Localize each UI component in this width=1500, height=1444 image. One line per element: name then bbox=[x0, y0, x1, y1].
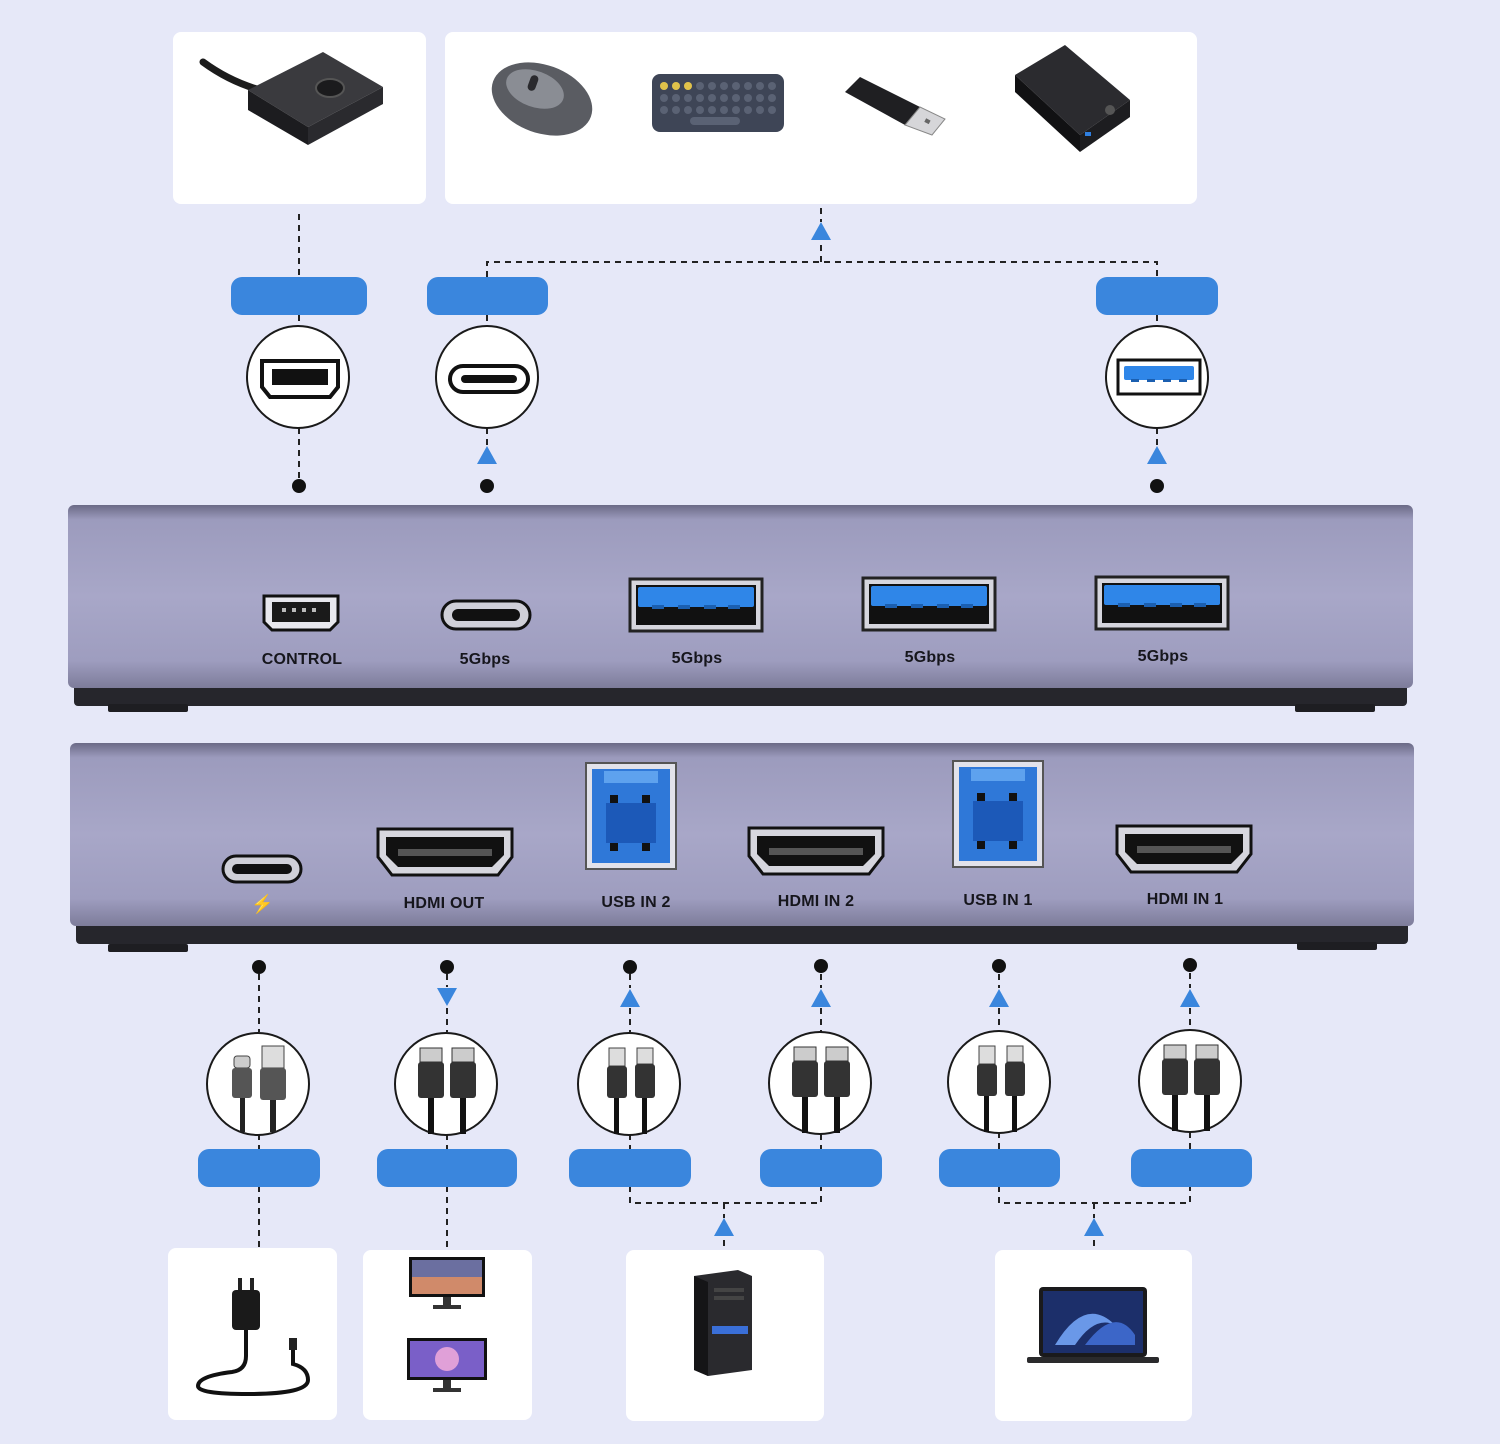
device-base bbox=[74, 688, 1407, 706]
connection-dot bbox=[1183, 958, 1197, 972]
hdmi-port-icon bbox=[376, 827, 514, 877]
power-adapter-card bbox=[168, 1248, 337, 1420]
usb-peripherals-card bbox=[445, 32, 1197, 204]
port-label-usb-in-1: USB IN 1 bbox=[963, 892, 1033, 909]
laptop-card bbox=[995, 1250, 1192, 1421]
usb-a-port-icon bbox=[1116, 358, 1202, 396]
connection-dot bbox=[1150, 479, 1164, 493]
device-foot bbox=[1295, 704, 1375, 712]
control-port-closeup bbox=[246, 325, 350, 429]
port-label-usb-in-2: USB IN 2 bbox=[601, 894, 671, 911]
connection-dot bbox=[292, 479, 306, 493]
top-connector-lines bbox=[292, 208, 1167, 493]
bottom-connector-lines bbox=[252, 958, 1200, 1250]
arrow-up-icon bbox=[714, 1218, 734, 1236]
mini-usb-port-icon bbox=[262, 594, 340, 632]
label-pill-hdmi-out bbox=[377, 1149, 517, 1187]
usb-b-port-icon bbox=[585, 762, 677, 870]
hdmi-cable-icon bbox=[792, 1046, 850, 1133]
usb-b-port-icon bbox=[952, 760, 1044, 868]
device-foot bbox=[108, 704, 188, 712]
port-label-usb-c: 5Gbps bbox=[459, 651, 511, 668]
power-symbol: ⚡ bbox=[251, 894, 274, 914]
laptop-icon bbox=[1027, 1287, 1159, 1363]
desktop-pc-card bbox=[626, 1250, 824, 1421]
keyboard-icon bbox=[652, 74, 784, 132]
usb-c-to-usb-a-cable-closeup bbox=[206, 1032, 310, 1136]
usb-flash-drive-icon bbox=[845, 77, 946, 136]
device-base bbox=[76, 926, 1408, 944]
arrow-up-icon bbox=[811, 222, 831, 240]
monitors-card bbox=[363, 1250, 532, 1420]
usb-a-port-closeup bbox=[1105, 325, 1209, 429]
arrow-up-icon bbox=[1180, 989, 1200, 1007]
label-pill-hdmi-in-1 bbox=[1131, 1149, 1252, 1187]
port-label-usb-a-1: 5Gbps bbox=[671, 650, 723, 667]
hdmi-cable-closeup-in-1 bbox=[1138, 1029, 1242, 1133]
usb-a-port-icon bbox=[1094, 575, 1230, 631]
usb-c-port-icon bbox=[448, 364, 530, 394]
connection-dot bbox=[623, 960, 637, 974]
power-adapter-icon bbox=[195, 1278, 311, 1397]
usb-c-power-port-icon bbox=[221, 854, 303, 884]
hdmi-cable-closeup-in-2 bbox=[768, 1031, 872, 1135]
wired-remote-switch-icon bbox=[199, 52, 383, 145]
port-label-usb-a-2: 5Gbps bbox=[904, 649, 956, 666]
mini-usb-port-icon bbox=[260, 359, 340, 399]
arrow-up-icon bbox=[620, 989, 640, 1007]
usb-c-port-icon bbox=[440, 599, 532, 631]
arrow-up-icon bbox=[1147, 446, 1167, 464]
label-pill-usb-in-1 bbox=[939, 1149, 1060, 1187]
arrow-up-icon bbox=[811, 989, 831, 1007]
arrow-up-icon bbox=[477, 446, 497, 464]
usb-a-to-usb-b-cable-closeup-1 bbox=[947, 1030, 1051, 1134]
label-pill-power bbox=[198, 1149, 320, 1187]
usb-c-to-usb-a-cable-icon bbox=[232, 1045, 286, 1132]
connection-dot bbox=[814, 959, 828, 973]
label-pill-usb-a bbox=[1096, 277, 1218, 315]
hdmi-cable-icon bbox=[418, 1047, 476, 1134]
arrow-up-icon bbox=[1084, 1218, 1104, 1236]
device-foot bbox=[1297, 942, 1377, 950]
usb-a-port-icon bbox=[628, 577, 764, 633]
hdmi-port-icon bbox=[747, 826, 885, 876]
external-hard-drive-icon bbox=[1015, 45, 1130, 152]
mouse-icon bbox=[491, 62, 593, 136]
usb-a-to-usb-b-cable-icon bbox=[977, 1045, 1025, 1132]
label-pill-control bbox=[231, 277, 367, 315]
usb-a-to-usb-b-cable-icon bbox=[607, 1047, 655, 1134]
label-pill-usb-c bbox=[427, 277, 548, 315]
label-pill-hdmi-in-2 bbox=[760, 1149, 882, 1187]
label-pill-usb-in-2 bbox=[569, 1149, 691, 1187]
monitor-icon bbox=[409, 1257, 485, 1309]
connection-dot bbox=[252, 960, 266, 974]
port-label-control: CONTROL bbox=[261, 651, 343, 668]
hdmi-cable-closeup-out bbox=[394, 1032, 498, 1136]
connection-dot bbox=[992, 959, 1006, 973]
connection-dot bbox=[440, 960, 454, 974]
hdmi-port-icon bbox=[1115, 824, 1253, 874]
hdmi-cable-icon bbox=[1162, 1044, 1220, 1131]
usb-a-to-usb-b-cable-closeup-2 bbox=[577, 1032, 681, 1136]
port-label-usb-a-3: 5Gbps bbox=[1137, 648, 1189, 665]
device-foot bbox=[108, 944, 188, 952]
usb-a-port-icon bbox=[861, 576, 997, 632]
monitor-icon bbox=[407, 1338, 487, 1392]
port-label-hdmi-in-1: HDMI IN 1 bbox=[1146, 891, 1224, 908]
remote-switch-card bbox=[173, 32, 426, 204]
arrow-down-icon bbox=[437, 988, 457, 1006]
arrow-up-icon bbox=[989, 989, 1009, 1007]
usb-c-port-closeup bbox=[435, 325, 539, 429]
port-label-hdmi-out: HDMI OUT bbox=[403, 895, 485, 912]
desktop-pc-icon bbox=[694, 1270, 752, 1376]
port-label-hdmi-in-2: HDMI IN 2 bbox=[777, 893, 855, 910]
connection-dot bbox=[480, 479, 494, 493]
